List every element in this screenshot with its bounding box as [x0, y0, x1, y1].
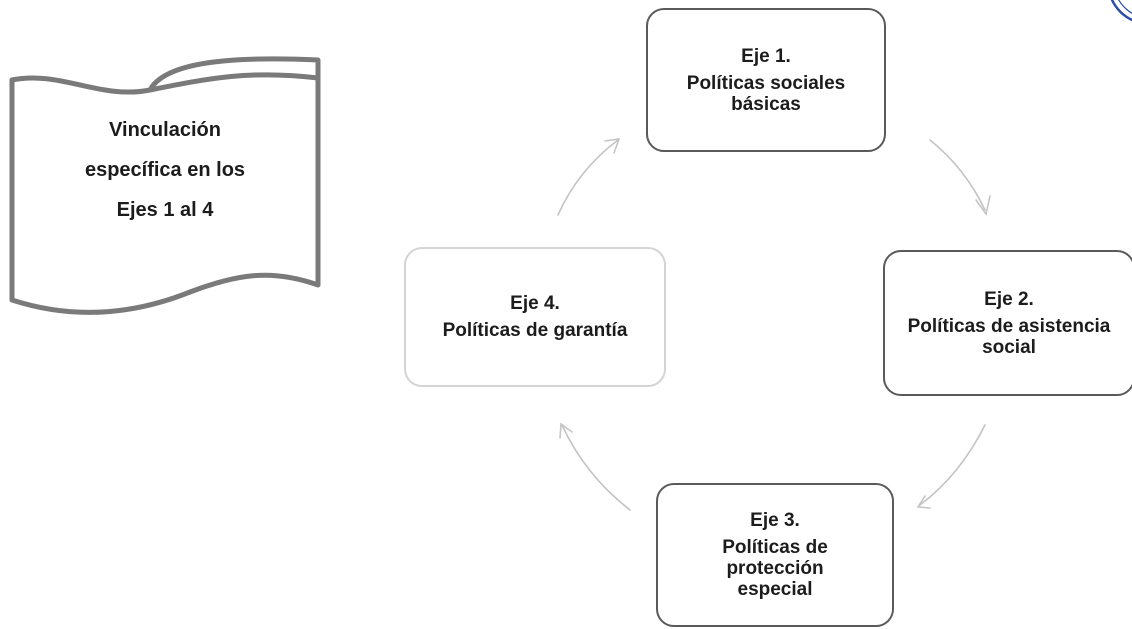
- node-eje-2-description: Políticas de asistencia social: [907, 315, 1111, 358]
- arrow-eje4-to-eje1: [557, 139, 619, 216]
- arrow-eje2-to-eje3: [919, 424, 986, 506]
- node-eje-1-title: Eje 1.: [741, 45, 791, 67]
- node-eje-2: Eje 2. Políticas de asistencia social: [883, 250, 1132, 396]
- node-eje-1-description: Políticas sociales básicas: [686, 72, 846, 115]
- banner-line-2: específica en los: [84, 159, 246, 181]
- node-eje-4-description: Políticas de garantía: [442, 320, 628, 341]
- banner-line-3: Ejes 1 al 4: [116, 199, 214, 221]
- banner-line-1: Vinculación: [109, 119, 221, 141]
- node-eje-3-description: Políticas de protección especial: [722, 537, 828, 600]
- banner-text: Vinculación específica en los Ejes 1 al …: [40, 110, 290, 230]
- arrow-eje3-to-eje4: [561, 424, 631, 511]
- node-eje-2-title: Eje 2.: [984, 288, 1034, 310]
- node-eje-4: Eje 4. Políticas de garantía: [404, 247, 666, 387]
- seal-stamp-icon: [1110, 0, 1132, 22]
- node-eje-3: Eje 3. Políticas de protección especial: [656, 483, 894, 627]
- arrow-eje1-to-eje2: [929, 139, 986, 211]
- node-eje-4-title: Eje 4.: [510, 293, 560, 314]
- node-eje-1: Eje 1. Políticas sociales básicas: [646, 8, 886, 152]
- node-eje-3-title: Eje 3.: [750, 510, 800, 531]
